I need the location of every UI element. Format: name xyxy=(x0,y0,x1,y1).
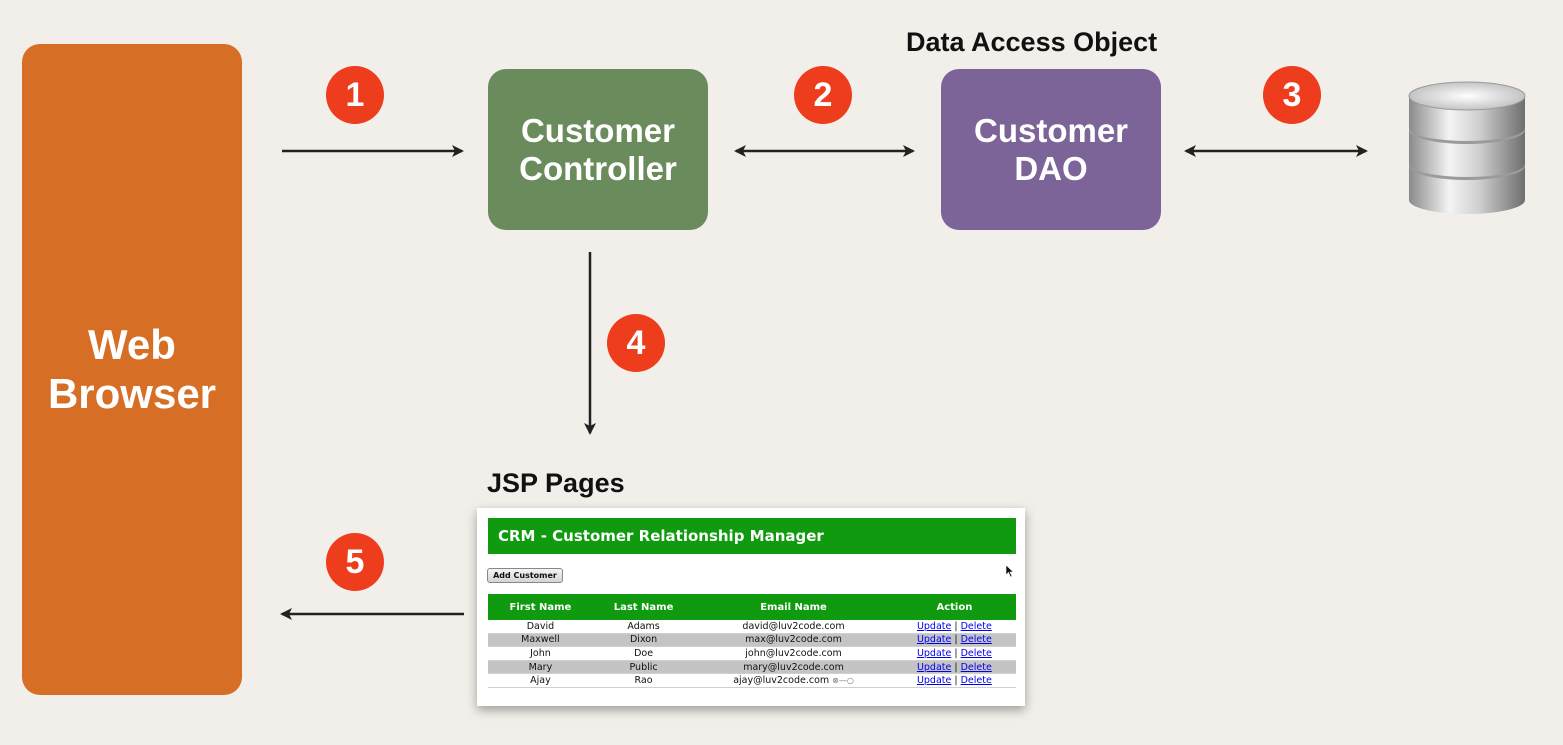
crm-header: CRM - Customer Relationship Manager xyxy=(488,518,1016,554)
step-badge-3: 3 xyxy=(1263,66,1321,124)
web-browser-label-line1: Web xyxy=(88,321,176,369)
first-name-cell: David xyxy=(488,620,593,634)
dao-caption: Data Access Object xyxy=(906,27,1158,57)
last-name-cell: Public xyxy=(592,660,695,675)
delete-link[interactable]: Delete xyxy=(960,647,992,659)
customer-controller-box: Customer Controller xyxy=(488,69,708,230)
update-link[interactable]: Update xyxy=(916,634,952,646)
action-cell: Update | Delete xyxy=(892,660,1016,675)
delete-link[interactable]: Delete xyxy=(960,620,992,632)
delete-link[interactable]: Delete xyxy=(960,661,992,673)
action-separator: | xyxy=(954,634,958,646)
controller-label-line1: Customer xyxy=(520,111,675,149)
table-row: Maxwell Dixon max@luv2code.com Update | … xyxy=(488,633,1016,648)
last-name-cell: Rao xyxy=(592,673,695,688)
email-cell: max@luv2code.com xyxy=(694,633,893,648)
table-row: Mary Public mary@luv2code.com Update | D… xyxy=(488,660,1016,675)
web-browser-label-line2: Browser xyxy=(47,369,217,417)
first-name-cell: Ajay xyxy=(488,673,593,688)
customer-table: First Name Last Name Email Name Action D… xyxy=(488,594,1016,688)
update-link[interactable]: Update xyxy=(916,661,952,673)
column-header-last-name: Last Name xyxy=(592,594,695,620)
customer-dao-box: Customer DAO xyxy=(941,69,1161,230)
column-header-action: Action xyxy=(892,594,1016,620)
last-name-cell: Adams xyxy=(592,620,695,634)
email-text: ajay@luv2code.com xyxy=(733,675,830,687)
table-header-row: First Name Last Name Email Name Action xyxy=(488,594,1016,620)
dao-label-line2: DAO xyxy=(1014,149,1088,187)
step-badge-2: 2 xyxy=(794,66,852,124)
action-separator: | xyxy=(954,675,958,687)
overlay-slider-icon: ⊗—○ xyxy=(832,676,854,686)
email-cell: david@luv2code.com xyxy=(694,620,893,634)
first-name-cell: John xyxy=(488,646,593,661)
update-link[interactable]: Update xyxy=(916,620,952,632)
controller-label-line2: Controller xyxy=(519,149,677,187)
table-row: John Doe john@luv2code.com Update | Dele… xyxy=(488,646,1016,661)
email-cell: mary@luv2code.com xyxy=(694,660,893,675)
step-badge-1: 1 xyxy=(326,66,384,124)
update-link[interactable]: Update xyxy=(916,647,952,659)
action-cell: Update | Delete xyxy=(892,633,1016,648)
last-name-cell: Doe xyxy=(592,646,695,661)
table-row: Ajay Rao ajay@luv2code.com ⊗—○ Update | … xyxy=(488,673,1016,688)
email-cell: john@luv2code.com xyxy=(694,646,893,661)
step-badge-4: 4 xyxy=(607,314,665,372)
add-customer-button[interactable]: Add Customer xyxy=(487,568,563,583)
database-icon xyxy=(1408,81,1526,214)
action-cell: Update | Delete xyxy=(892,673,1016,688)
jsp-page-screenshot: CRM - Customer Relationship Manager Add … xyxy=(477,508,1025,706)
mouse-cursor-icon xyxy=(1005,564,1015,578)
delete-link[interactable]: Delete xyxy=(960,675,992,687)
column-header-first-name: First Name xyxy=(488,594,593,620)
dao-label-line1: Customer xyxy=(973,111,1129,149)
table-row: David Adams david@luv2code.com Update | … xyxy=(488,620,1016,634)
action-cell: Update | Delete xyxy=(892,620,1016,634)
update-link[interactable]: Update xyxy=(916,675,952,687)
action-cell: Update | Delete xyxy=(892,646,1016,661)
last-name-cell: Dixon xyxy=(592,633,695,648)
step-badge-5: 5 xyxy=(326,533,384,591)
email-cell: ajay@luv2code.com ⊗—○ xyxy=(694,673,893,688)
delete-link[interactable]: Delete xyxy=(960,634,992,646)
web-browser-box: Web Browser xyxy=(22,44,242,695)
action-separator: | xyxy=(954,647,958,659)
first-name-cell: Maxwell xyxy=(488,633,593,648)
column-header-email: Email Name xyxy=(694,594,893,620)
action-separator: | xyxy=(954,661,958,673)
action-separator: | xyxy=(954,620,958,632)
first-name-cell: Mary xyxy=(488,660,593,675)
jsp-caption: JSP Pages xyxy=(487,468,625,498)
